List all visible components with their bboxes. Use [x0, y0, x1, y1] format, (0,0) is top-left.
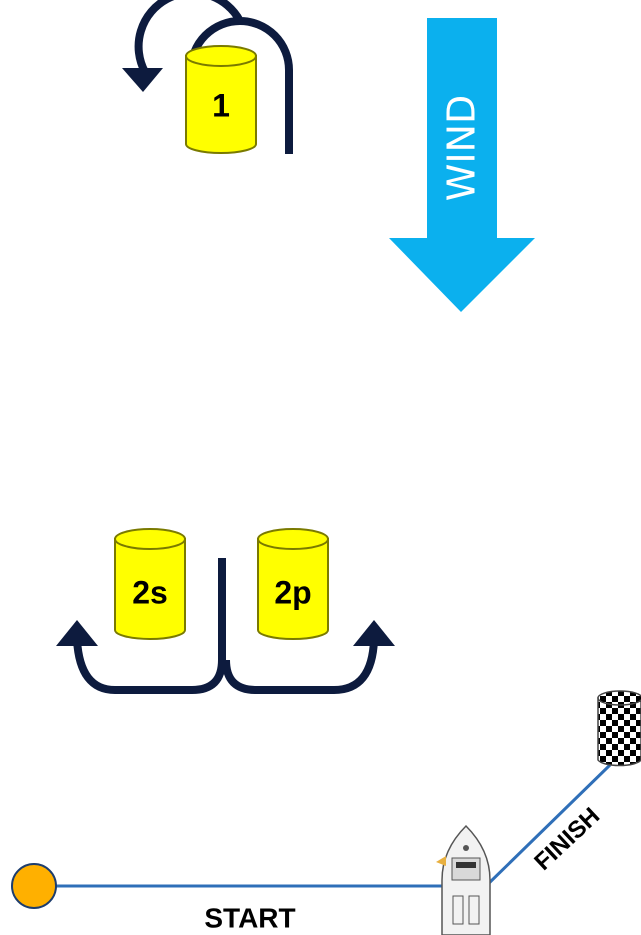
pin-buoy-icon [11, 863, 57, 909]
mark-2p-label: 2p [274, 574, 311, 610]
mark-2s: 2s [114, 528, 186, 640]
start-label: START [204, 902, 295, 933]
committee-boat-icon [436, 824, 491, 935]
gate-arrowhead-right-icon [353, 620, 395, 646]
rounding-arrowhead-icon [122, 68, 163, 92]
wind-label: WIND [440, 95, 484, 201]
mark-1: 1 [185, 45, 257, 154]
checkered-flag-icon [597, 690, 641, 767]
wind-arrow-icon [389, 18, 535, 312]
start-line: START [11, 863, 452, 933]
gate-group: 2s 2p [56, 528, 395, 694]
gate-arrow-icon [73, 558, 378, 694]
gate-arrowhead-left-icon [56, 620, 98, 646]
mark-2p: 2p [257, 528, 329, 640]
finish-line: FINISH [484, 690, 641, 888]
mark-1-group: 1 [122, 0, 293, 154]
wind-indicator: WIND [389, 18, 535, 312]
mark-2s-label: 2s [132, 574, 168, 610]
mark-1-label: 1 [212, 87, 230, 123]
finish-label: FINISH [529, 802, 605, 875]
